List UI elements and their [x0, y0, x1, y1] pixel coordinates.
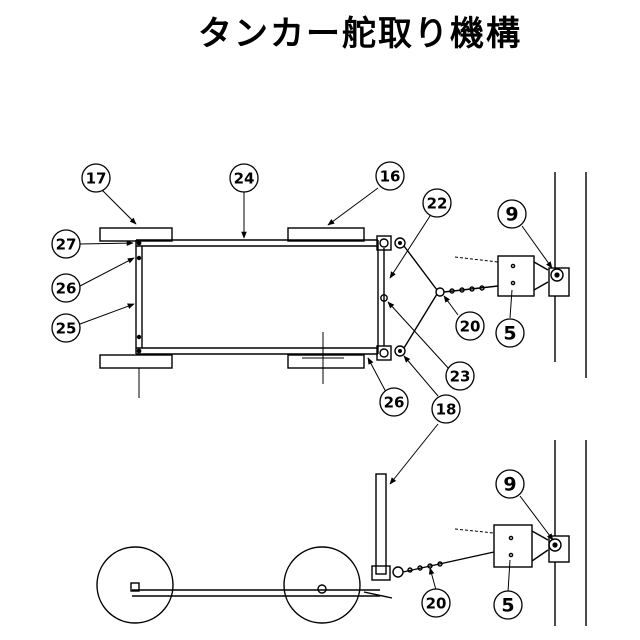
callout-18: 18 — [432, 395, 460, 423]
callout-25: 25 — [52, 314, 80, 342]
side-wheel-right — [284, 547, 360, 623]
callout-9-top: 9 — [498, 200, 526, 228]
tie-rods — [404, 246, 444, 348]
steering-post — [372, 474, 403, 580]
wall-side — [549, 440, 586, 626]
steering-bracket-top — [377, 236, 405, 250]
tow-chain-side — [403, 529, 494, 572]
svg-text:22: 22 — [427, 195, 448, 213]
svg-text:23: 23 — [450, 368, 471, 386]
wheel-rear-right — [288, 355, 364, 368]
callout-20-side: 20 — [422, 589, 450, 617]
svg-text:17: 17 — [86, 170, 107, 188]
callout-17: 17 — [82, 164, 110, 192]
steering-bracket-bottom — [377, 346, 405, 360]
callout-9-side: 9 — [496, 470, 524, 498]
svg-text:26: 26 — [384, 394, 405, 412]
svg-text:24: 24 — [234, 170, 255, 188]
svg-text:27: 27 — [56, 236, 77, 254]
callout-5-top: 5 — [496, 319, 524, 347]
svg-text:9: 9 — [503, 474, 516, 496]
wheel-front-right — [288, 228, 364, 241]
svg-text:20: 20 — [460, 318, 481, 336]
svg-text:25: 25 — [56, 320, 77, 338]
tow-chain-top — [444, 257, 498, 293]
svg-text:16: 16 — [380, 168, 401, 186]
svg-text:9: 9 — [505, 204, 518, 226]
svg-text:20: 20 — [426, 595, 447, 613]
callout-23: 23 — [446, 362, 474, 390]
callout-27: 27 — [52, 230, 80, 258]
svg-text:26: 26 — [56, 280, 77, 298]
wheel-front-left — [100, 228, 172, 241]
callout-5-side: 5 — [494, 591, 522, 619]
callout-26-left: 26 — [52, 274, 80, 302]
svg-text:5: 5 — [501, 595, 514, 617]
callout-16: 16 — [376, 162, 404, 190]
chassis-frame — [136, 240, 384, 398]
svg-text:5: 5 — [503, 323, 516, 345]
callout-20-top: 20 — [456, 312, 484, 340]
callout-22: 22 — [423, 189, 451, 217]
svg-text:18: 18 — [436, 401, 457, 419]
drive-unit-top — [498, 256, 563, 296]
callout-26-bottom: 26 — [380, 388, 408, 416]
callout-24: 24 — [230, 164, 258, 192]
side-wheel-left — [97, 547, 173, 623]
wheel-rear-left — [100, 355, 172, 368]
drive-unit-side — [494, 525, 561, 567]
